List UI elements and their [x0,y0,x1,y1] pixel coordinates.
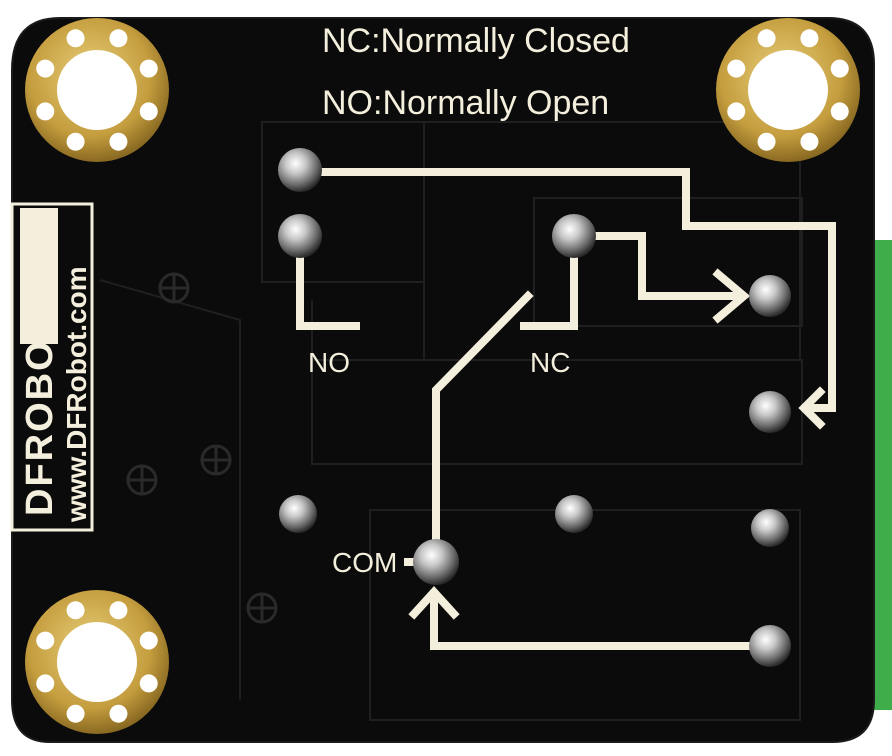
via-hole [66,132,85,151]
mounting-hole-bottom-left [25,590,169,734]
via-hole [109,601,128,620]
legend-no-text: NO:Normally Open [322,84,609,122]
via-hole [109,704,128,723]
via-hole [830,102,849,121]
via-hole [66,704,85,723]
label-no: NO [308,347,350,378]
mounting-hole-top-right [716,18,860,162]
silkscreen-paths [296,168,836,650]
via-hole [139,102,158,121]
via-hole [36,102,55,121]
via-hole [109,29,128,48]
via-hole [727,59,746,78]
brand-logo-text: DFROBOT [19,314,61,516]
via-hole [139,59,158,78]
via-hole [66,29,85,48]
via-hole [36,631,55,650]
via-hole [830,59,849,78]
via-hole [757,132,776,151]
via-hole [36,59,55,78]
mounting-hole-top-left [25,18,169,162]
via-hole [800,132,819,151]
test-point-marks [126,272,278,624]
via-hole [727,102,746,121]
label-com: COM [332,547,397,578]
solder-pads [278,148,791,667]
brand-website-text: www.DFRobot.com [61,266,92,523]
brand-block: DFROBOT www.DFRobot.com [10,202,94,532]
label-nc: NC [530,347,570,378]
hole-vias [36,29,849,723]
via-hole [66,601,85,620]
via-hole [109,132,128,151]
via-hole [139,631,158,650]
via-hole [139,674,158,693]
legend-nc-text: NC:Normally Closed [322,22,630,60]
via-hole [36,674,55,693]
via-hole [757,29,776,48]
via-hole [800,29,819,48]
